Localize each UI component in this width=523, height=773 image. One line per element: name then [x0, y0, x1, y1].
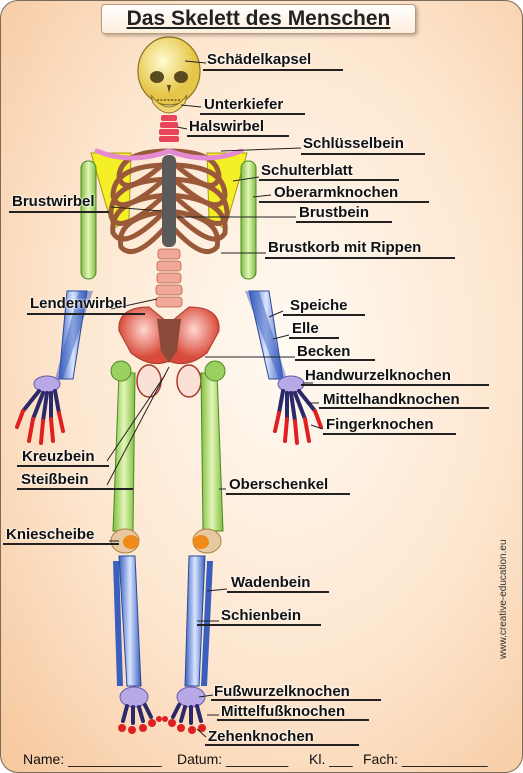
- label-underline: [283, 314, 365, 316]
- label-schienbein: Schienbein: [221, 607, 302, 624]
- label-schulterblatt: Schulterblatt: [261, 162, 353, 179]
- label-unterkiefer: Unterkiefer: [204, 96, 284, 113]
- label-underline: [27, 313, 145, 315]
- label-underline: [187, 135, 289, 137]
- label-underline: [203, 69, 343, 71]
- watermark: www.creative-education.eu: [498, 539, 509, 659]
- label-becken: Becken: [297, 343, 351, 360]
- footer-fach: Fach: ___________: [363, 751, 488, 767]
- label-schluesselbein: Schlüsselbein: [303, 135, 404, 152]
- label-kreuzbein: Kreuzbein: [22, 448, 95, 465]
- label-underline: [17, 488, 133, 490]
- label-oberschenkel: Oberschenkel: [229, 476, 329, 493]
- label-underline: [296, 221, 392, 223]
- label-oberarmknochen: Oberarmknochen: [274, 184, 399, 201]
- label-underline: [217, 719, 369, 721]
- label-fusswurzelknochen: Fußwurzelknochen: [214, 683, 350, 700]
- label-underline: [265, 257, 455, 259]
- label-steissbein: Steißbein: [21, 471, 89, 488]
- label-underline: [205, 744, 359, 746]
- label-underline: [197, 624, 321, 626]
- label-underline: [211, 699, 381, 701]
- label-underline: [200, 113, 305, 115]
- label-lendenwirbel: Lendenwirbel: [30, 295, 127, 312]
- label-halswirbel: Halswirbel: [189, 118, 265, 135]
- label-elle: Elle: [292, 320, 319, 337]
- label-underline: [301, 153, 425, 155]
- label-underline: [3, 543, 119, 545]
- label-wadenbein: Wadenbein: [231, 574, 311, 591]
- skull: [137, 36, 201, 114]
- feet: [118, 686, 206, 734]
- pelvis: [118, 306, 220, 398]
- label-kniescheibe: Kniescheibe: [6, 526, 95, 543]
- label-schaedelkapsel: Schädelkapsel: [207, 51, 312, 68]
- leader-lines: [106, 60, 324, 738]
- label-brustbein: Brustbein: [299, 204, 370, 221]
- label-underline: [227, 591, 329, 593]
- sternum: [162, 155, 176, 247]
- footer-klasse: Kl. ___: [309, 751, 353, 767]
- label-mittelfussknochen: Mittelfußknochen: [221, 703, 346, 720]
- label-underline: [323, 433, 456, 435]
- footer-name: Name: ____________: [23, 751, 162, 767]
- label-underline: [9, 211, 109, 213]
- label-underline: [259, 179, 399, 181]
- label-underline: [17, 465, 109, 467]
- title-box: Das Skelett des Menschen: [101, 4, 416, 34]
- clavicles: [94, 148, 244, 161]
- label-underline: [295, 359, 375, 361]
- label-fingerknochen: Fingerknochen: [326, 416, 434, 433]
- label-brustkorb: Brustkorb mit Rippen: [268, 239, 422, 256]
- label-underline: [226, 493, 350, 495]
- page-title: Das Skelett des Menschen: [126, 7, 391, 30]
- lumbar-spine: [155, 248, 183, 308]
- cervical-spine: [159, 115, 179, 142]
- hands: [15, 389, 323, 445]
- label-zehenknochen: Zehenknochen: [208, 728, 314, 745]
- label-underline: [289, 337, 339, 339]
- label-handwurzelknochen: Handwurzelknochen: [305, 367, 451, 384]
- label-mittelhandknochen: Mittelhandknochen: [323, 391, 460, 408]
- footer-datum: Datum: ________: [177, 751, 289, 767]
- label-underline: [259, 201, 429, 203]
- legs: [110, 360, 226, 687]
- label-underline: [301, 384, 489, 386]
- label-brustwirbel: Brustwirbel: [12, 193, 95, 210]
- label-speiche: Speiche: [290, 297, 348, 314]
- label-underline: [319, 407, 489, 409]
